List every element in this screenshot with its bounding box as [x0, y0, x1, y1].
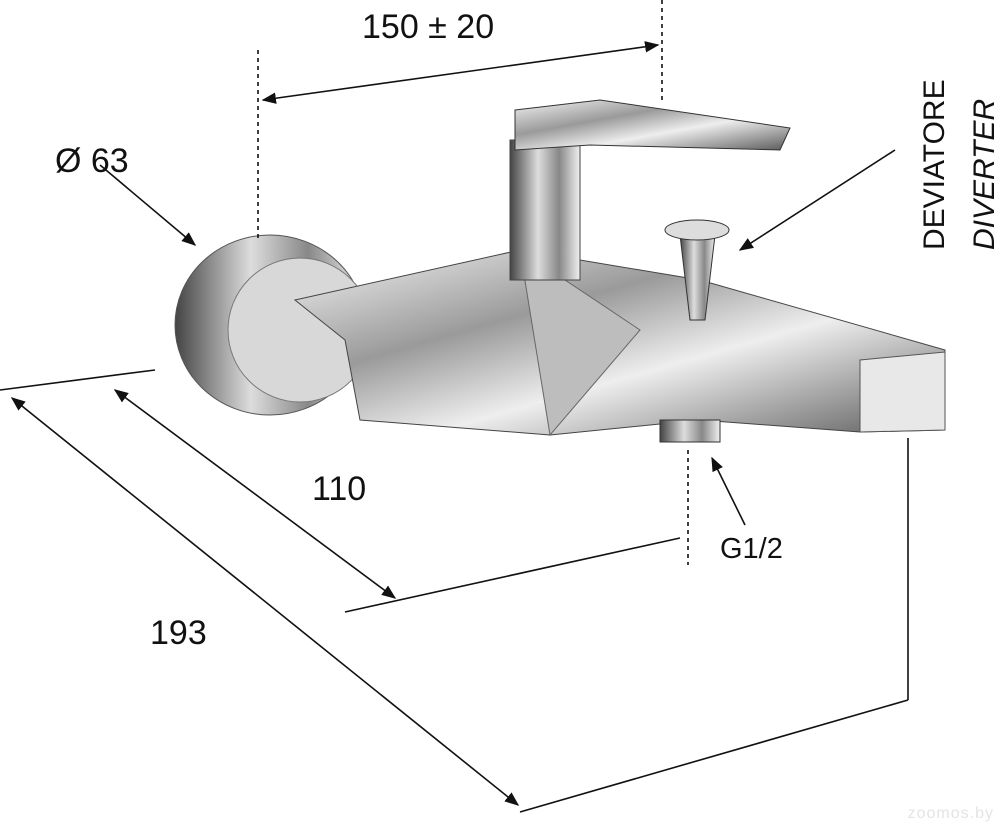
- dimension-lines: [0, 0, 909, 813]
- diverter-label-english: DIVERTER: [968, 98, 1001, 250]
- thread-size-label: G1/2: [720, 533, 783, 565]
- total-depth-dimension: 193: [150, 614, 207, 652]
- diverter-label-italian: DEVIATORE: [918, 79, 951, 250]
- mount-width-dimension: 150 ± 20: [362, 8, 495, 46]
- body-depth-dimension: 110: [312, 470, 367, 508]
- watermark: zoomos.by: [907, 805, 994, 822]
- faucet-body: [174, 99, 946, 443]
- diameter-dimension: Ø 63: [55, 142, 129, 180]
